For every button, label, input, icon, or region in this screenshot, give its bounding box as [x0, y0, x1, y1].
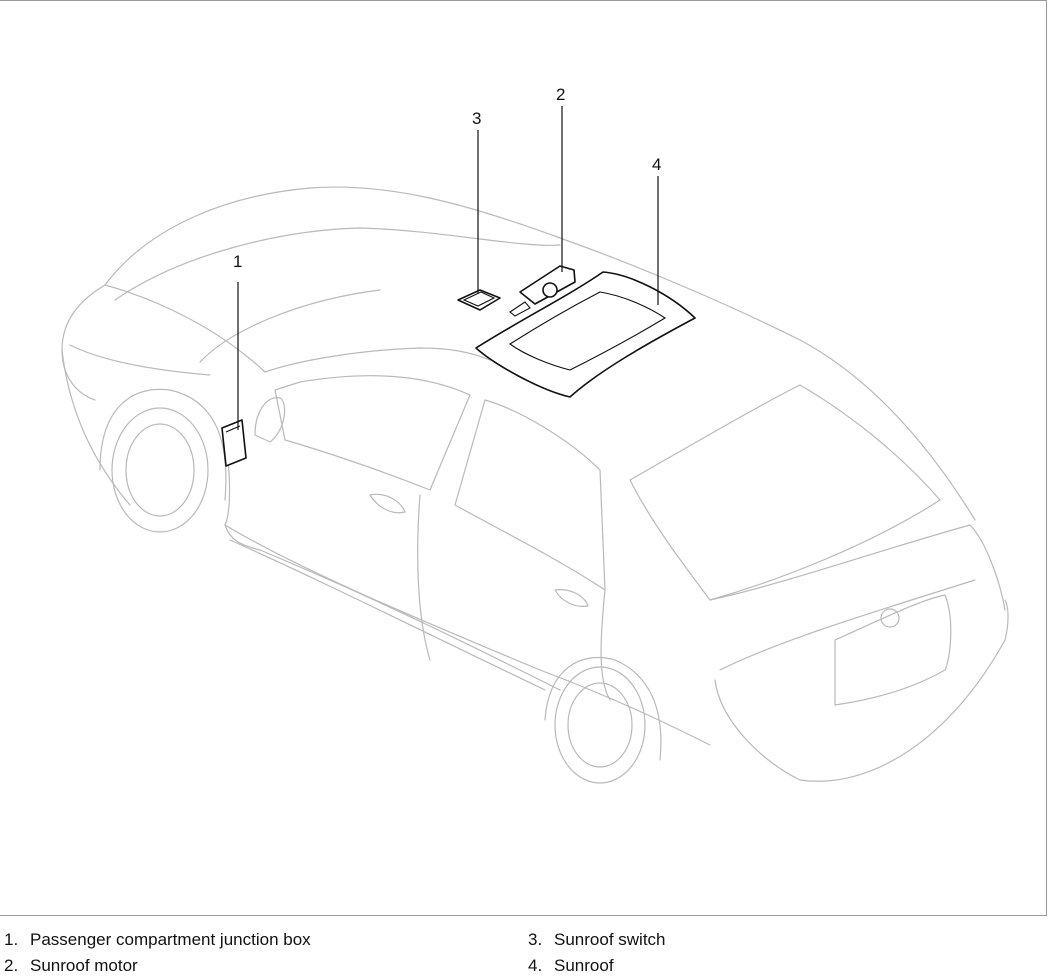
callout-4: 4: [652, 155, 661, 174]
legend-number: 4.: [528, 956, 543, 975]
legend-text: Sunroof: [554, 956, 614, 975]
diagram-frame: 1 2 3 4: [0, 0, 1047, 916]
legend-item: 4. Sunroof: [528, 956, 614, 976]
legend-text: Sunroof motor: [30, 956, 138, 975]
callout-1: 1: [233, 252, 242, 271]
callout-2: 2: [556, 85, 565, 104]
legend-number: 3.: [528, 930, 543, 949]
legend-item: 1. Passenger compartment junction box: [4, 930, 311, 950]
legend-text: Passenger compartment junction box: [30, 930, 311, 949]
legend-item: 3. Sunroof switch: [528, 930, 666, 950]
callout-3: 3: [472, 109, 481, 128]
sunroof-part: [475, 271, 696, 398]
legend-text: Sunroof switch: [554, 930, 666, 949]
legend-number: 1.: [4, 930, 19, 949]
sunroof-motor-part: [509, 265, 576, 317]
car-component-location-diagram: 1 2 3 4: [61, 85, 1009, 784]
sunroof-switch-part: [457, 289, 501, 311]
legend: 1. Passenger compartment junction box 2. S…: [0, 928, 1050, 979]
legend-number: 2.: [4, 956, 19, 975]
legend-item: 2. Sunroof motor: [4, 956, 138, 976]
junction-box-part: [221, 419, 247, 467]
car-body-outline: [61, 186, 1009, 784]
